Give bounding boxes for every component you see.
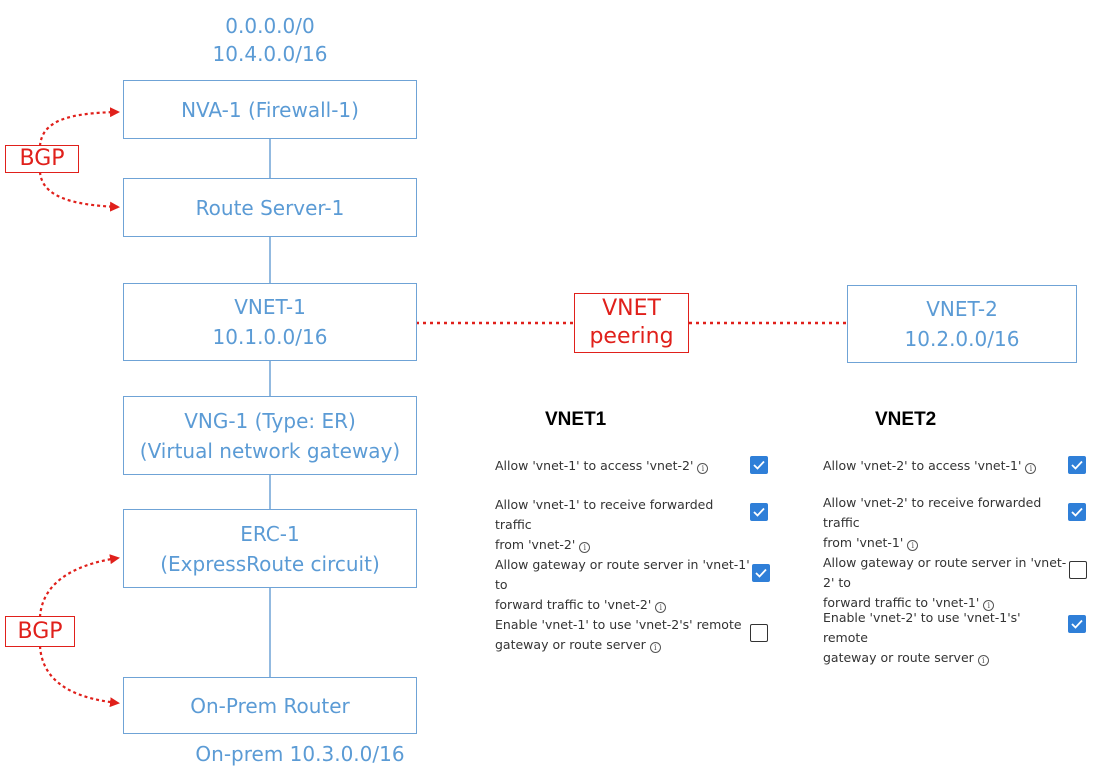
vnet-peering-label: VNET peering [574, 293, 689, 353]
node-onprem-router: On-Prem Router [123, 677, 417, 734]
node-route-server1: Route Server-1 [123, 178, 417, 237]
vnet1-option-remote-gateway: Enable 'vnet-1' to use 'vnet-2's' remote… [495, 615, 750, 655]
top-address-labels: 0.0.0.0/0 10.4.0.0/16 [170, 12, 370, 68]
node-vnet1-prefix: 10.1.0.0/16 [212, 325, 328, 349]
info-icon[interactable]: i [649, 642, 661, 653]
top-label-prefix: 10.4.0.0/16 [212, 42, 328, 66]
bgp-label-top: BGP [5, 145, 79, 173]
top-label-default-route: 0.0.0.0/0 [225, 14, 315, 38]
vnet2-option-forwarded-line2: from 'vnet-1' [823, 535, 904, 550]
vnet1-gateway-transit-checkbox[interactable] [752, 564, 770, 582]
checkmark-icon [753, 507, 765, 517]
vnet2-option-gateway-transit-line1: Allow gateway or route server in 'vnet-2… [823, 555, 1067, 590]
info-icon[interactable]: i [655, 602, 667, 613]
info-icon[interactable]: i [907, 540, 919, 551]
vnet1-option-remote-gateway-line1: Enable 'vnet-1' to use 'vnet-2's' remote [495, 617, 742, 632]
vnet2-option-forwarded-line1: Allow 'vnet-2' to receive forwarded traf… [823, 495, 1042, 530]
node-erc1: ERC-1 (ExpressRoute circuit) [123, 509, 417, 588]
vnet2-option-remote-gateway-line2: gateway or route server [823, 650, 974, 665]
vnet2-option-gateway-transit-line2: forward traffic to 'vnet-1' [823, 595, 980, 610]
info-icon[interactable]: i [579, 542, 591, 553]
node-vnet2: VNET-2 10.2.0.0/16 [847, 285, 1077, 363]
vnet1-forwarded-checkbox[interactable] [750, 503, 768, 521]
node-vnet2-title: VNET-2 [926, 297, 998, 321]
node-nva1-label: NVA-1 (Firewall-1) [181, 97, 359, 122]
vnet2-option-remote-gateway-line1: Enable 'vnet-2' to use 'vnet-1's' remote [823, 610, 1021, 645]
vnet-peering-line1: VNET [602, 296, 661, 321]
checkmark-icon [1071, 507, 1083, 517]
node-vnet1-title: VNET-1 [234, 295, 306, 319]
info-icon[interactable]: i [983, 600, 995, 611]
checkmark-icon [753, 460, 765, 470]
bgp-top-arrow-up [38, 107, 120, 147]
vnet2-forwarded-checkbox[interactable] [1068, 503, 1086, 521]
onprem-prefix-label: On-prem 10.3.0.0/16 [195, 742, 405, 766]
vnet1-option-access: Allow 'vnet-1' to access 'vnet-2'i [495, 456, 750, 476]
vnet2-option-gateway-transit: Allow gateway or route server in 'vnet-2… [823, 553, 1068, 613]
checkmark-icon [1071, 619, 1083, 629]
bgp-label-bottom: BGP [5, 616, 75, 647]
vnet1-option-forwarded: Allow 'vnet-1' to receive forwarded traf… [495, 495, 750, 555]
bgp-bottom-arrow-down [38, 645, 120, 708]
vnet1-option-forwarded-line1: Allow 'vnet-1' to receive forwarded traf… [495, 497, 714, 532]
vnet2-option-access-text: Allow 'vnet-2' to access 'vnet-1' [823, 458, 1022, 473]
node-erc1-subtitle: (ExpressRoute circuit) [160, 551, 380, 576]
node-vng1-subtitle: (Virtual network gateway) [139, 438, 401, 463]
node-vnet1: VNET-1 10.1.0.0/16 [123, 283, 417, 361]
node-onprem-router-label: On-Prem Router [190, 693, 350, 718]
vnet2-gateway-transit-checkbox[interactable] [1069, 561, 1087, 579]
vnet1-option-gateway-transit: Allow gateway or route server in 'vnet-1… [495, 555, 760, 615]
checkmark-icon [755, 568, 767, 578]
node-nva1: NVA-1 (Firewall-1) [123, 80, 417, 139]
vnet1-access-checkbox[interactable] [750, 456, 768, 474]
vnet2-option-access: Allow 'vnet-2' to access 'vnet-1'i [823, 456, 1073, 476]
node-erc1-title: ERC-1 [240, 521, 300, 546]
checkmark-icon [1071, 460, 1083, 470]
vnet2-option-remote-gateway: Enable 'vnet-2' to use 'vnet-1's' remote… [823, 608, 1068, 668]
node-vng1: VNG-1 (Type: ER) (Virtual network gatewa… [123, 396, 417, 475]
panel-vnet1-title: VNET1 [545, 409, 607, 430]
vnet1-option-remote-gateway-line2: gateway or route server [495, 637, 646, 652]
vnet2-remote-gateway-checkbox[interactable] [1068, 615, 1086, 633]
info-icon[interactable]: i [697, 463, 709, 474]
panel-vnet2-title: VNET2 [875, 409, 937, 430]
vnet2-option-forwarded: Allow 'vnet-2' to receive forwarded traf… [823, 493, 1073, 553]
node-vng1-title: VNG-1 (Type: ER) [184, 408, 356, 433]
vnet1-option-gateway-transit-line2: forward traffic to 'vnet-2' [495, 597, 652, 612]
info-icon[interactable]: i [977, 655, 989, 666]
vnet1-option-access-text: Allow 'vnet-1' to access 'vnet-2' [495, 458, 694, 473]
vnet1-option-gateway-transit-line1: Allow gateway or route server in 'vnet-1… [495, 557, 750, 592]
node-route-server1-label: Route Server-1 [195, 195, 345, 220]
bgp-top-arrow-down [38, 171, 120, 212]
node-vnet2-prefix: 10.2.0.0/16 [904, 327, 1020, 351]
bgp-bottom-arrow-up [38, 554, 120, 618]
vnet1-option-forwarded-line2: from 'vnet-2' [495, 537, 576, 552]
info-icon[interactable]: i [1025, 463, 1037, 474]
vnet2-access-checkbox[interactable] [1068, 456, 1086, 474]
vnet1-remote-gateway-checkbox[interactable] [750, 624, 768, 642]
vnet-peering-line2: peering [589, 324, 674, 349]
